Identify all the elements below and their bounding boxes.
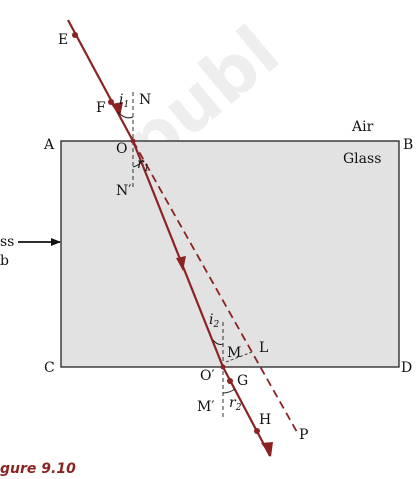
label-N-prime: N′ bbox=[116, 183, 131, 199]
refracted-ray-arrow bbox=[176, 256, 186, 271]
point-G bbox=[227, 378, 233, 384]
label-B: B bbox=[403, 137, 413, 153]
label-O: O bbox=[116, 141, 127, 157]
label-D: D bbox=[401, 360, 412, 376]
label-angle-r1: r1 bbox=[137, 156, 149, 174]
angle-arc-i2 bbox=[212, 339, 224, 345]
label-O-prime: O′ bbox=[200, 368, 215, 384]
glass-slab bbox=[60, 140, 400, 368]
figure-caption: gure 9.10 bbox=[0, 461, 76, 477]
refracted-ray bbox=[131, 140, 225, 368]
label-C: C bbox=[44, 360, 55, 376]
glass-slab-pointer-label-line1: ss bbox=[0, 234, 14, 250]
incident-ray bbox=[67, 19, 134, 142]
label-angle-i1: i1 bbox=[119, 92, 129, 110]
label-E: E bbox=[58, 32, 68, 48]
label-M: M bbox=[227, 345, 241, 361]
label-angle-i2: i2 bbox=[209, 312, 219, 330]
label-F: F bbox=[96, 100, 106, 116]
point-O-prime bbox=[220, 364, 226, 370]
emergent-ray-arrow bbox=[261, 442, 273, 457]
label-H: H bbox=[259, 412, 271, 428]
label-angle-r2: r2 bbox=[229, 395, 242, 413]
label-P: P bbox=[299, 427, 308, 443]
label-air: Air bbox=[351, 119, 374, 135]
label-L: L bbox=[259, 340, 268, 356]
label-glass: Glass bbox=[343, 151, 381, 167]
label-G: G bbox=[237, 373, 248, 389]
angle-arc-r2 bbox=[222, 388, 236, 394]
glass-slab-pointer-label-line2: b bbox=[0, 253, 9, 269]
angle-arc-i1 bbox=[117, 111, 134, 119]
label-N: N bbox=[139, 92, 151, 108]
point-E bbox=[72, 32, 78, 38]
extended-incident-ray bbox=[132, 140, 298, 433]
angle-arc-r1 bbox=[132, 159, 144, 168]
incident-ray-arrow bbox=[111, 102, 123, 117]
label-M-prime: M′ bbox=[197, 399, 215, 415]
point-H bbox=[254, 428, 260, 434]
point-O bbox=[130, 138, 136, 144]
point-F bbox=[108, 99, 114, 105]
label-A: A bbox=[43, 137, 55, 153]
